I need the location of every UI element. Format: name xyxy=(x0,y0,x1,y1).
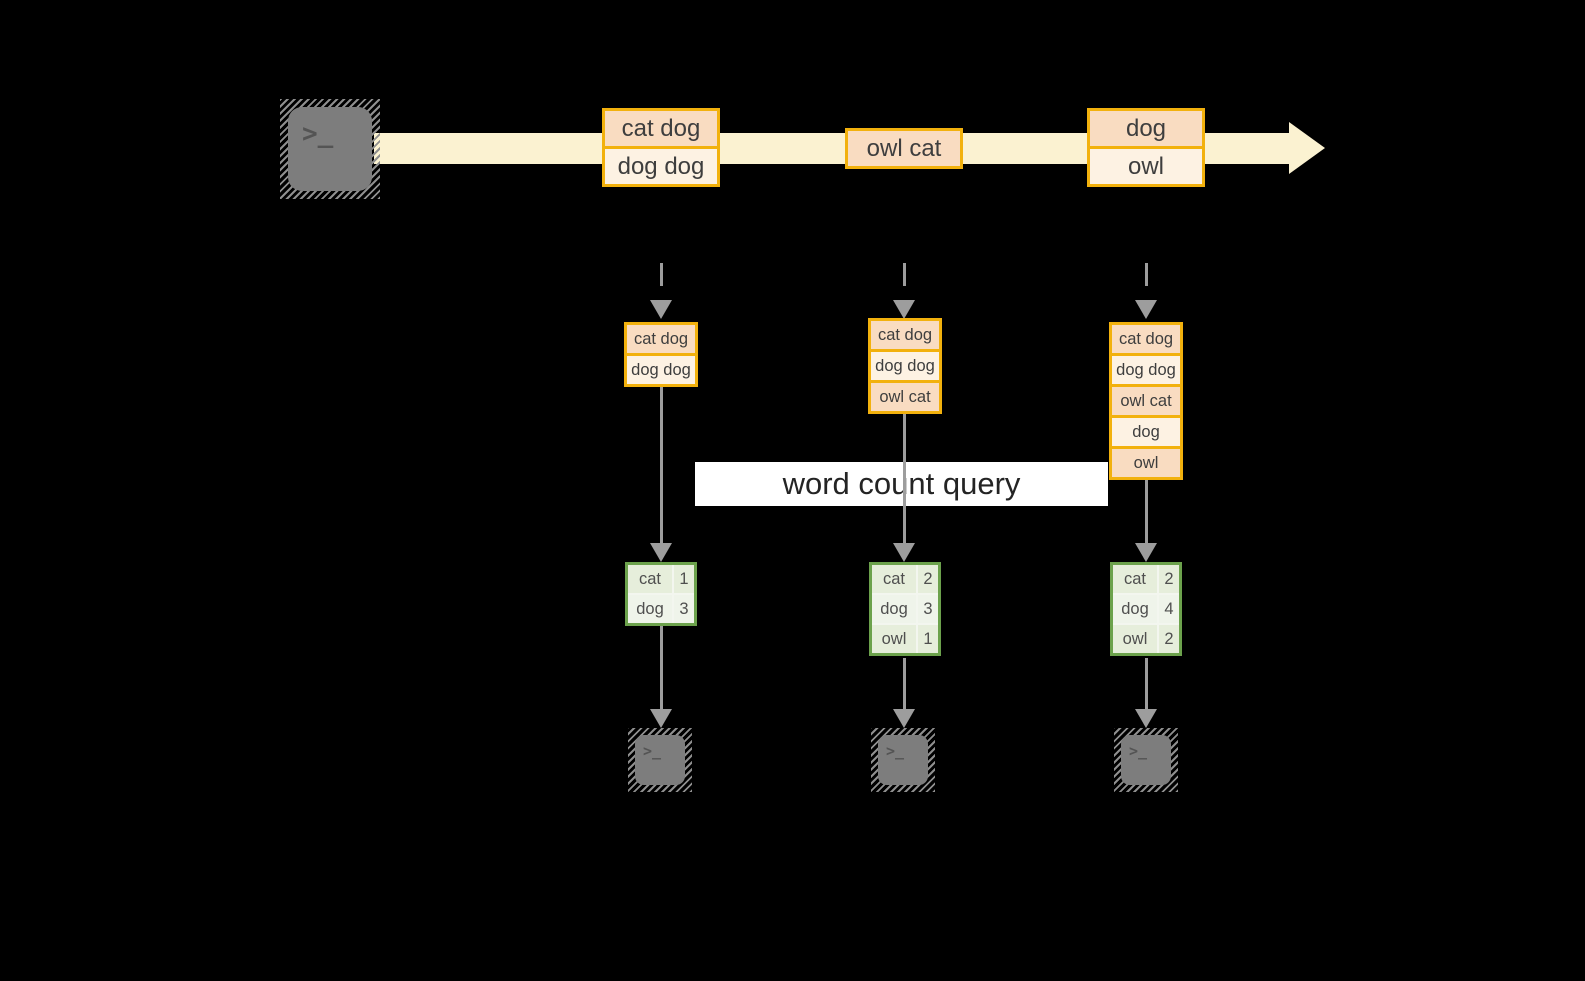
output-arrow-line-1 xyxy=(659,626,663,709)
output-arrowhead-1 xyxy=(650,709,672,728)
ingest-arrowhead-1 xyxy=(650,300,672,319)
terminal-prompt-icon: >_ xyxy=(1121,735,1171,785)
table-row: owl 2 xyxy=(1113,625,1179,653)
stack-line: dog xyxy=(1109,415,1183,449)
stream-event-3: dog owl xyxy=(1087,108,1205,187)
event-line: cat dog xyxy=(602,108,720,149)
table-row: cat 1 xyxy=(628,565,694,593)
output-terminal-icon-1: >_ xyxy=(628,728,692,792)
event-line: owl xyxy=(1087,146,1205,187)
count-cell: 2 xyxy=(1159,625,1179,653)
event-line: dog dog xyxy=(602,146,720,187)
table-row: owl 1 xyxy=(872,625,938,653)
ingest-arrowhead-3 xyxy=(1135,300,1157,319)
terminal-prompt-glyph: >_ xyxy=(302,119,334,149)
query-arrowhead-3 xyxy=(1135,543,1157,562)
query-arrow-line-2 xyxy=(902,414,906,543)
query-arrowhead-2 xyxy=(893,543,915,562)
ingest-arrow-dash-2 xyxy=(902,263,906,286)
count-cell: 1 xyxy=(918,625,938,653)
ingest-arrow-dash-3 xyxy=(1144,263,1148,286)
stack-line: cat dog xyxy=(868,318,942,352)
word-cell: dog xyxy=(872,595,916,623)
event-line: dog xyxy=(1087,108,1205,149)
stream-arrowhead-icon xyxy=(1289,122,1325,174)
table-row: dog 3 xyxy=(872,595,938,623)
word-cell: cat xyxy=(872,565,916,593)
count-table-3: cat 2 dog 4 owl 2 xyxy=(1110,562,1182,656)
count-table-1: cat 1 dog 3 xyxy=(625,562,697,626)
terminal-prompt-glyph: >_ xyxy=(1129,742,1148,760)
event-line: owl cat xyxy=(845,128,963,169)
count-cell: 2 xyxy=(918,565,938,593)
stack-line: dog dog xyxy=(868,349,942,383)
word-cell: dog xyxy=(1113,595,1157,623)
ingest-arrowhead-2 xyxy=(893,300,915,319)
output-arrow-line-3 xyxy=(1144,658,1148,709)
count-cell: 2 xyxy=(1159,565,1179,593)
terminal-prompt-icon: >_ xyxy=(635,735,685,785)
terminal-prompt-icon: >_ xyxy=(878,735,928,785)
word-cell: cat xyxy=(1113,565,1157,593)
output-arrowhead-2 xyxy=(893,709,915,728)
event-stack-1: cat dog dog dog xyxy=(624,322,698,387)
count-cell: 3 xyxy=(674,595,694,623)
query-label: word count query xyxy=(695,462,1108,506)
query-arrow-line-3 xyxy=(1144,479,1148,543)
count-cell: 3 xyxy=(918,595,938,623)
word-cell: cat xyxy=(628,565,672,593)
table-row: cat 2 xyxy=(872,565,938,593)
table-row: dog 4 xyxy=(1113,595,1179,623)
count-cell: 4 xyxy=(1159,595,1179,623)
stack-line: cat dog xyxy=(1109,322,1183,356)
output-terminal-icon-2: >_ xyxy=(871,728,935,792)
terminal-prompt-glyph: >_ xyxy=(643,742,662,760)
terminal-prompt-glyph: >_ xyxy=(886,742,905,760)
table-row: dog 3 xyxy=(628,595,694,623)
ingest-arrow-dash-1 xyxy=(659,263,663,286)
event-stack-3: cat dog dog dog owl cat dog owl xyxy=(1109,322,1183,480)
stream-event-1: cat dog dog dog xyxy=(602,108,720,187)
query-arrow-line-1 xyxy=(659,386,663,543)
count-table-2: cat 2 dog 3 owl 1 xyxy=(869,562,941,656)
query-arrowhead-1 xyxy=(650,543,672,562)
output-arrowhead-3 xyxy=(1135,709,1157,728)
stack-line: owl cat xyxy=(1109,384,1183,418)
event-stack-2: cat dog dog dog owl cat xyxy=(868,318,942,414)
table-row: cat 2 xyxy=(1113,565,1179,593)
word-cell: owl xyxy=(872,625,916,653)
stack-line: dog dog xyxy=(624,353,698,387)
terminal-prompt-icon: >_ xyxy=(288,107,372,191)
output-arrow-line-2 xyxy=(902,658,906,709)
stack-line: owl xyxy=(1109,446,1183,480)
count-cell: 1 xyxy=(674,565,694,593)
source-terminal-icon: >_ xyxy=(280,99,380,199)
word-cell: owl xyxy=(1113,625,1157,653)
stream-event-2: owl cat xyxy=(845,128,963,169)
output-terminal-icon-3: >_ xyxy=(1114,728,1178,792)
stack-line: dog dog xyxy=(1109,353,1183,387)
stack-line: cat dog xyxy=(624,322,698,356)
word-cell: dog xyxy=(628,595,672,623)
stack-line: owl cat xyxy=(868,380,942,414)
